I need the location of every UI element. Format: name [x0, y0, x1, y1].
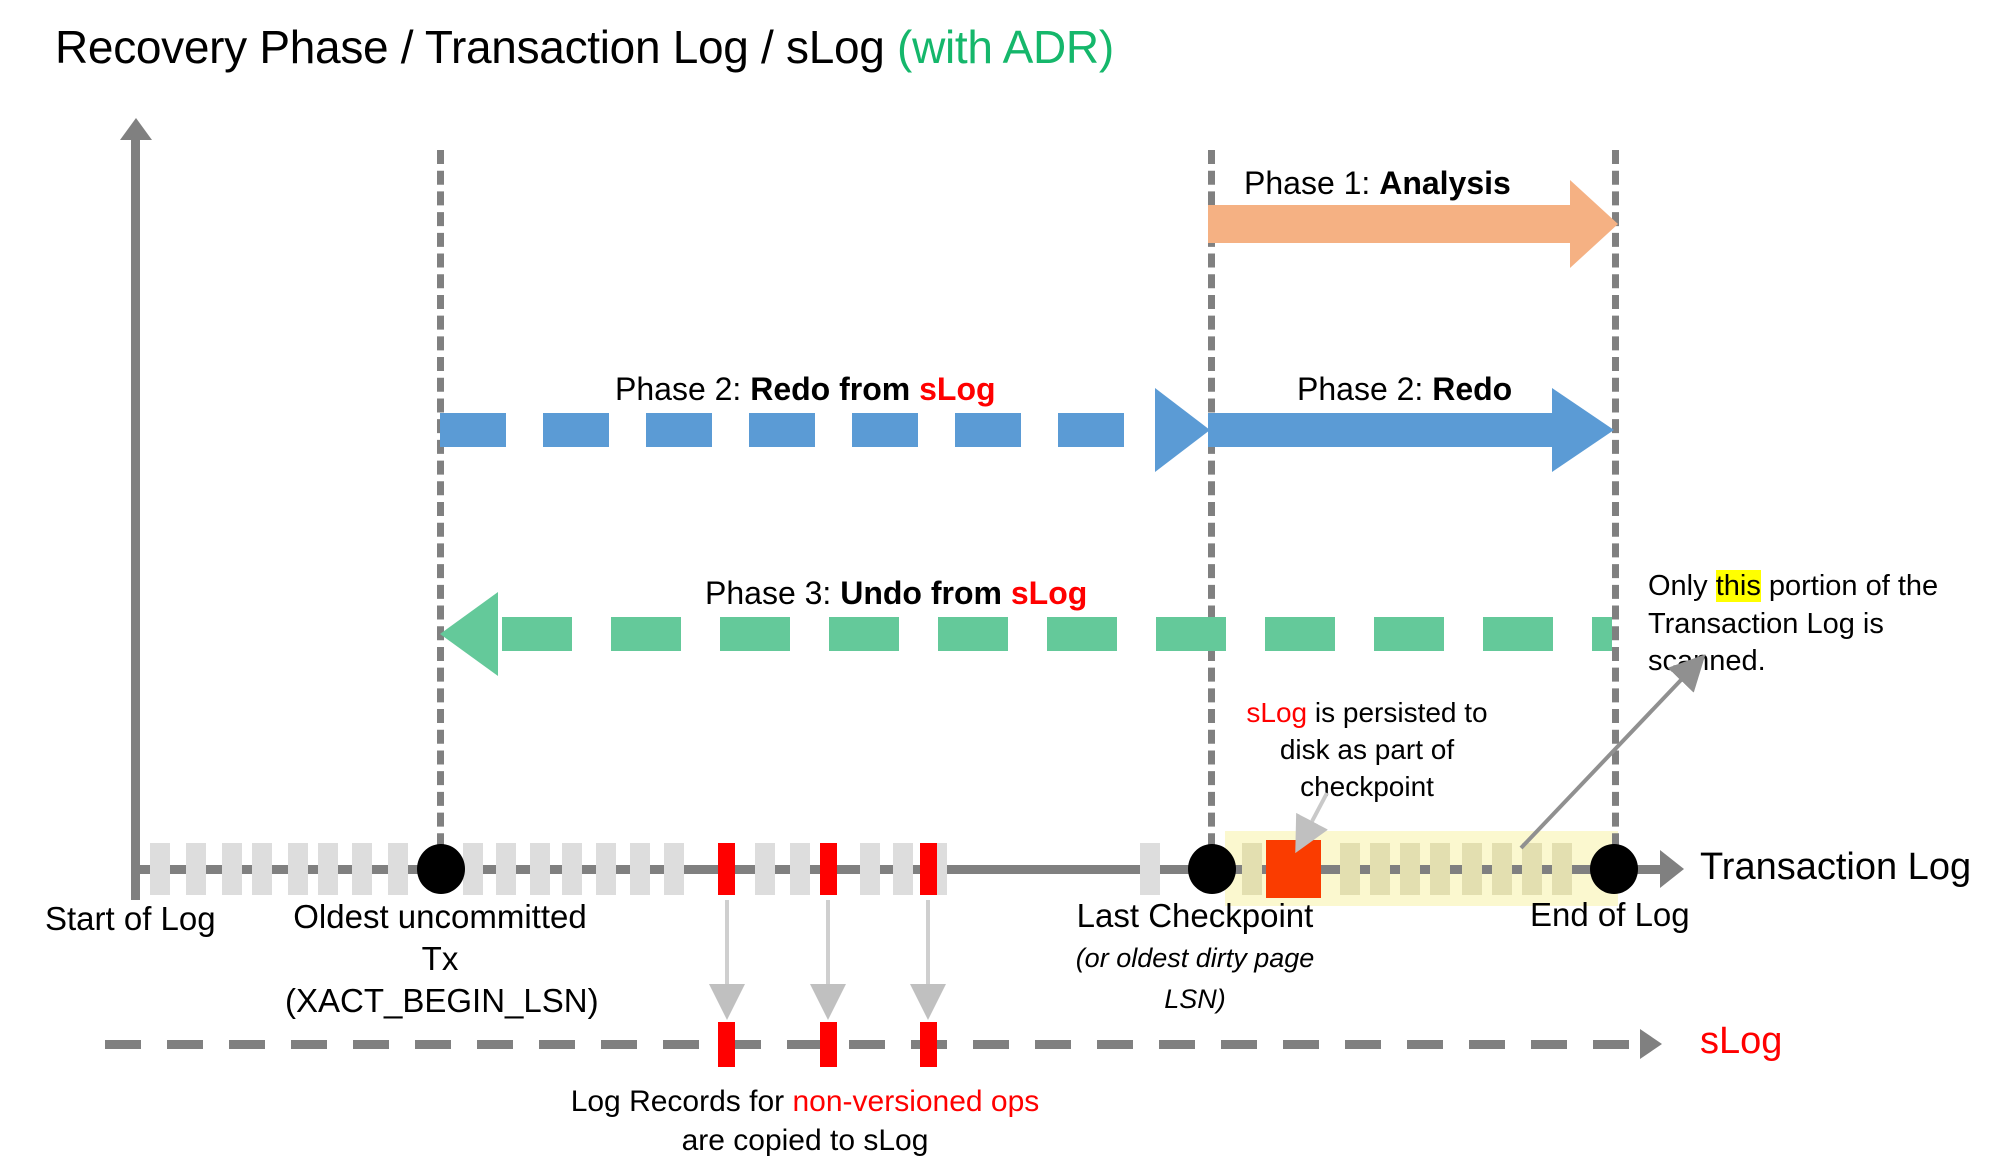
transaction-log-block-nonversioned — [718, 843, 735, 895]
page-title: Recovery Phase / Transaction Log / sLog … — [55, 22, 1114, 73]
phase2-redo-arrowhead-icon — [1552, 388, 1614, 472]
label-oldest-tx-main: Oldest uncommitted Tx — [293, 898, 587, 978]
marker-dot-last-checkpoint — [1188, 844, 1236, 894]
transaction-log-block — [1430, 843, 1450, 895]
phase3-undo-from-slog-arrowhead-icon — [440, 592, 498, 676]
slog-block-nonversioned — [718, 1022, 735, 1067]
label-oldest-tx-sub: (XACT_BEGIN_LSN) — [285, 982, 599, 1020]
phase2a-name: Redo from — [750, 371, 920, 407]
transaction-log-block — [150, 843, 170, 895]
phase2-redo-from-slog-arrow-dashes — [440, 413, 1160, 447]
phase2b-prefix: Phase 2: — [1297, 371, 1433, 407]
transaction-log-block — [318, 843, 338, 895]
annotation-slog-records-accent: non-versioned ops — [792, 1085, 1040, 1118]
transaction-log-block — [1552, 843, 1572, 895]
transaction-log-block — [1522, 843, 1542, 895]
marker-dot-end-of-log — [1590, 844, 1638, 894]
phase2a-name-accent: sLog — [919, 371, 996, 407]
transaction-log-block — [1492, 843, 1512, 895]
phase1-analysis-arrowhead-icon — [1570, 180, 1618, 268]
transaction-log-block — [252, 843, 272, 895]
annotation-scanned-portion: Only this portion of the Transaction Log… — [1648, 568, 1998, 681]
annotation-slog-records: Log Records for non-versioned ops are co… — [555, 1082, 1055, 1160]
label-last-checkpoint: Last Checkpoint (or oldest dirty page LS… — [1075, 896, 1315, 1017]
annotation-scanned-pre: Only — [1648, 570, 1716, 602]
label-last-checkpoint-sub: (or oldest dirty page LSN) — [1075, 943, 1315, 1014]
annotation-scanned-post: portion of the Transaction Log is scanne… — [1648, 570, 1939, 678]
leader-arrow-slog-persisted — [1295, 792, 1329, 854]
transaction-log-block — [562, 843, 582, 895]
guide-line-last-checkpoint — [1208, 150, 1215, 868]
leader-arrow-scanned-portion — [1519, 654, 1706, 850]
annotation-slog-persisted: sLog is persisted to disk as part of che… — [1237, 694, 1497, 806]
phase2a-prefix: Phase 2: — [615, 371, 751, 407]
transaction-log-block — [790, 843, 810, 895]
annotation-slog-persisted-rest: is persisted to disk as part of checkpoi… — [1279, 697, 1488, 803]
y-axis-line — [131, 134, 140, 900]
slog-axis-line — [105, 1040, 1655, 1049]
label-transaction-log: Transaction Log — [1700, 846, 1972, 888]
page-title-adr-suffix: (with ADR) — [897, 21, 1114, 73]
phase1-name: Analysis — [1379, 165, 1511, 201]
transaction-log-block — [596, 843, 616, 895]
annotation-slog-records-pre: Log Records for — [570, 1085, 793, 1118]
transaction-log-block — [288, 843, 308, 895]
phase3-undo-from-slog-arrow-dashes — [502, 617, 1612, 651]
transaction-log-block — [530, 843, 550, 895]
phase2b-name: Redo — [1432, 371, 1513, 407]
transaction-log-block — [860, 843, 880, 895]
label-oldest-uncommitted-tx: Oldest uncommitted Tx (XACT_BEGIN_LSN) — [285, 896, 599, 1023]
phase3-prefix: Phase 3: — [705, 575, 841, 611]
transaction-log-block — [352, 843, 372, 895]
phase3-name: Undo from — [840, 575, 1011, 611]
slog-block-nonversioned — [820, 1022, 837, 1067]
transaction-log-block — [222, 843, 242, 895]
transaction-log-block — [1140, 843, 1160, 895]
guide-line-oldest-tx — [437, 150, 444, 868]
transaction-log-block — [630, 843, 650, 895]
annotation-scanned-highlight: this — [1715, 570, 1761, 602]
phase1-prefix: Phase 1: — [1244, 165, 1380, 201]
transaction-log-block — [463, 843, 483, 895]
phase1-analysis-arrow-bar — [1208, 205, 1578, 243]
label-end-of-log: End of Log — [1530, 896, 1690, 933]
transaction-log-block — [664, 843, 684, 895]
transaction-log-block — [1400, 843, 1420, 895]
transaction-log-block — [1370, 843, 1390, 895]
transaction-log-block — [186, 843, 206, 895]
label-start-of-log: Start of Log — [45, 900, 216, 937]
label-slog: sLog — [1700, 1020, 1783, 1062]
transaction-log-block — [755, 843, 775, 895]
marker-dot-oldest-tx — [417, 844, 465, 894]
transaction-log-block — [893, 843, 913, 895]
phase2-redo-arrow-bar — [1208, 413, 1559, 447]
phase1-analysis-label: Phase 1: Analysis — [1244, 165, 1511, 202]
transaction-log-block — [1340, 843, 1360, 895]
y-axis-arrow-icon — [120, 118, 152, 140]
transaction-log-block — [1242, 843, 1262, 895]
transaction-log-block — [388, 843, 408, 895]
phase2-redo-label: Phase 2: Redo — [1297, 371, 1512, 408]
phase3-name-accent: sLog — [1010, 575, 1088, 611]
phase3-undo-from-slog-label: Phase 3: Undo from sLog — [705, 575, 1087, 612]
guide-line-end-of-log — [1612, 150, 1619, 868]
transaction-log-block-nonversioned — [820, 843, 837, 895]
transaction-log-block — [496, 843, 516, 895]
page-title-main: Recovery Phase / Transaction Log / sLog — [55, 21, 898, 73]
slog-axis-arrow-icon — [1640, 1029, 1662, 1059]
transaction-log-arrow-icon — [1660, 850, 1684, 888]
slog-block-nonversioned — [920, 1022, 937, 1067]
label-last-checkpoint-main: Last Checkpoint — [1076, 897, 1314, 934]
transaction-log-block — [1462, 843, 1482, 895]
transaction-log-block-nonversioned — [920, 843, 937, 895]
annotation-slog-records-post: are copied to sLog — [681, 1124, 929, 1157]
phase2-redo-from-slog-label: Phase 2: Redo from sLog — [615, 371, 996, 408]
phase2-redo-from-slog-arrowhead-icon — [1155, 388, 1210, 472]
annotation-slog-persisted-accent: sLog — [1246, 697, 1308, 728]
